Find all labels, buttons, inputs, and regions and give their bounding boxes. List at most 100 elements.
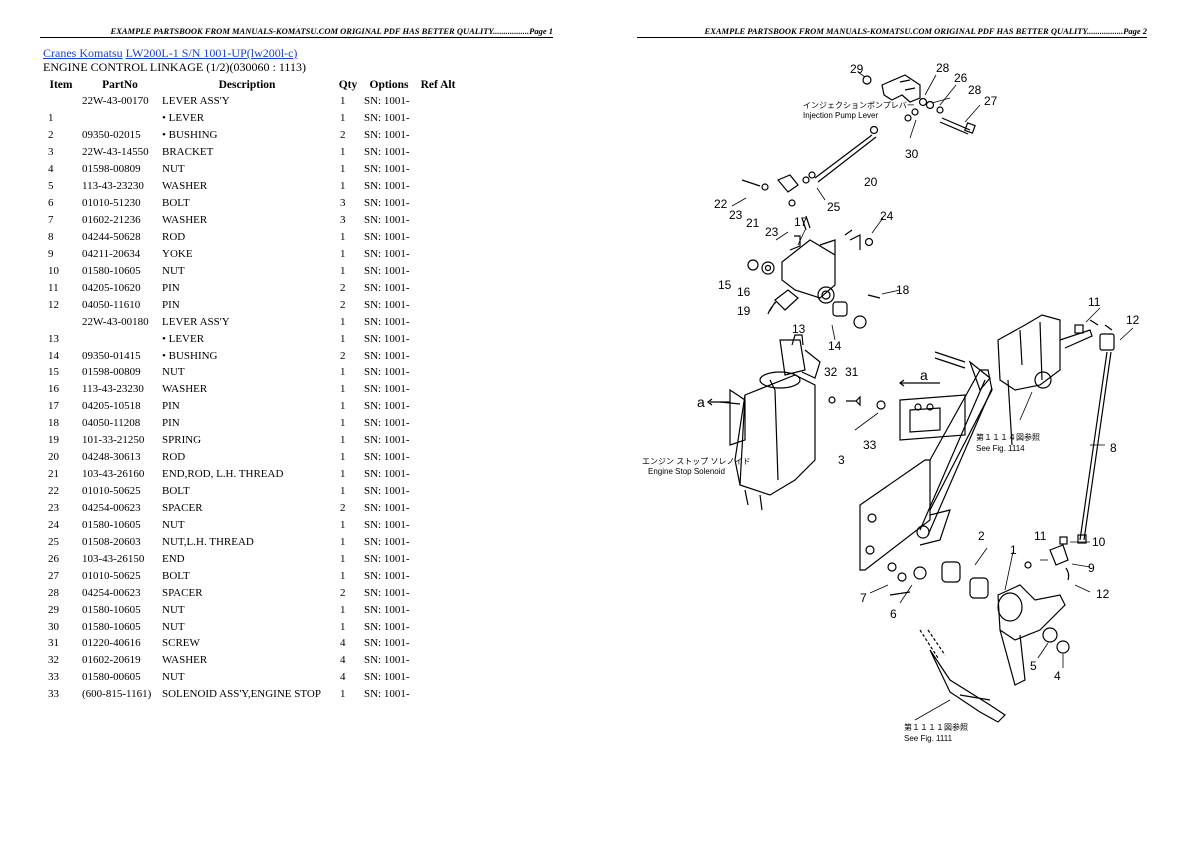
qty-cell: 1 <box>340 247 346 260</box>
partno-cell: 01010-50625 <box>82 569 141 582</box>
options-cell: SN: 1001- <box>364 264 410 277</box>
options-cell: SN: 1001- <box>364 468 410 481</box>
qty-cell: 1 <box>340 112 346 125</box>
ref-alt-cell <box>416 398 460 415</box>
options-cell: SN: 1001- <box>364 518 410 531</box>
breadcrumb-link-model[interactable]: LW200L-1 S/N 1001-UP(lw200l-c) <box>125 46 298 60</box>
description-cell: SOLENOID ASS'Y,ENGINE STOP <box>162 688 321 701</box>
ref-alt-cell <box>416 195 460 212</box>
ref-alt-cell <box>416 245 460 262</box>
qty-cell: 1 <box>340 552 346 565</box>
item-cell <box>42 313 80 330</box>
partno-cell: 103-43-26150 <box>82 552 145 565</box>
item-cell: 27 <box>48 569 59 582</box>
partno-cell: 01580-10605 <box>82 620 141 633</box>
table-row: 33(600-815-1161)SOLENOID ASS'Y,ENGINE ST… <box>42 686 460 703</box>
callout-16: 16 <box>737 285 751 299</box>
description-cell: BOLT <box>162 197 190 210</box>
breadcrumb-link-cranes[interactable]: Cranes Komatsu <box>43 46 123 60</box>
description-cell: WASHER <box>162 654 208 667</box>
diagram-labels: a a インジェクションポンプレバー Injection Pump Lever … <box>642 101 1040 743</box>
ref-top-label-jp: 第１１１４図参照 <box>976 432 1040 442</box>
ref-alt-cell <box>416 313 460 330</box>
callout-11: 11 <box>1088 295 1101 309</box>
options-cell: SN: 1001- <box>364 129 410 142</box>
partno-cell <box>80 330 160 347</box>
description-cell: NUT,L.H. THREAD <box>162 535 254 548</box>
ref-alt-cell <box>416 635 460 652</box>
options-cell: SN: 1001- <box>364 230 410 243</box>
partno-cell: 09350-01415 <box>82 349 141 362</box>
description-cell: SPACER <box>162 586 203 599</box>
qty-cell: 3 <box>340 197 346 210</box>
partno-cell: 01010-51230 <box>82 197 141 210</box>
qty-cell: 1 <box>340 569 346 582</box>
options-cell: SN: 1001- <box>364 146 410 159</box>
options-cell: SN: 1001- <box>364 434 410 447</box>
callout-30: 30 <box>905 147 919 161</box>
description-cell: NUT <box>162 518 185 531</box>
ref-alt-cell <box>416 161 460 178</box>
description-cell: BOLT <box>162 569 190 582</box>
parts-table: Item PartNo Description Qty Options Ref … <box>42 77 460 703</box>
partno-cell: 04244-50628 <box>82 230 141 243</box>
ref-alt-cell <box>416 127 460 144</box>
options-cell: SN: 1001- <box>364 451 410 464</box>
ref-alt-cell <box>416 550 460 567</box>
ref-alt-cell <box>416 229 460 246</box>
arrow-a-markers <box>707 379 940 406</box>
callout-5: 5 <box>1030 659 1037 673</box>
callout-17: 17 <box>794 215 808 229</box>
callout-numbers: 29 28 26 28 27 30 20 22 23 21 25 23 24 1… <box>714 61 1140 683</box>
callout-9: 9 <box>1088 561 1095 575</box>
callout-23: 23 <box>729 208 743 222</box>
partno-cell: 04254-00623 <box>82 501 141 514</box>
pump-lever-label: Injection Pump Lever <box>803 111 878 120</box>
ref-alt-cell <box>416 449 460 466</box>
callout-7: 7 <box>860 591 867 605</box>
item-cell: 30 <box>48 620 59 633</box>
callout-3: 3 <box>838 453 845 467</box>
page-header-right: EXAMPLE PARTSBOOK FROM MANUALS-KOMATSU.C… <box>637 25 1147 38</box>
options-cell: SN: 1001- <box>364 671 410 684</box>
partno-cell: 113-43-23230 <box>82 383 144 396</box>
item-cell: 2 <box>48 129 54 142</box>
options-cell: SN: 1001- <box>364 163 410 176</box>
description-cell: END,ROD, L.H. THREAD <box>162 468 284 481</box>
qty-cell: 1 <box>340 315 346 328</box>
qty-cell: 2 <box>340 298 346 311</box>
options-cell: SN: 1001- <box>364 95 410 108</box>
callout-32: 32 <box>824 365 838 379</box>
callout-22: 22 <box>714 197 728 211</box>
main-rod-drawing <box>916 351 993 539</box>
partno-cell: 01598-00809 <box>82 163 141 176</box>
item-cell: 9 <box>48 247 54 260</box>
callout-28: 28 <box>936 61 950 75</box>
options-cell: SN: 1001- <box>364 197 410 210</box>
rod-8-drawing <box>1077 351 1112 544</box>
item-cell: 20 <box>48 451 59 464</box>
callout-11b: 11 <box>1034 529 1047 543</box>
description-cell: NUT <box>162 366 185 379</box>
bracket-3-drawing <box>859 369 993 571</box>
engine-stop-solenoid-drawing <box>719 334 886 511</box>
partno-cell: 113-43-23230 <box>82 180 144 193</box>
ref-alt-cell <box>416 330 460 347</box>
ref-alt-cell <box>416 466 460 483</box>
ref-alt-cell <box>416 669 460 686</box>
callout-26: 26 <box>954 71 968 85</box>
col-partno: PartNo <box>102 79 138 91</box>
partno-cell: 01580-10605 <box>82 603 141 616</box>
